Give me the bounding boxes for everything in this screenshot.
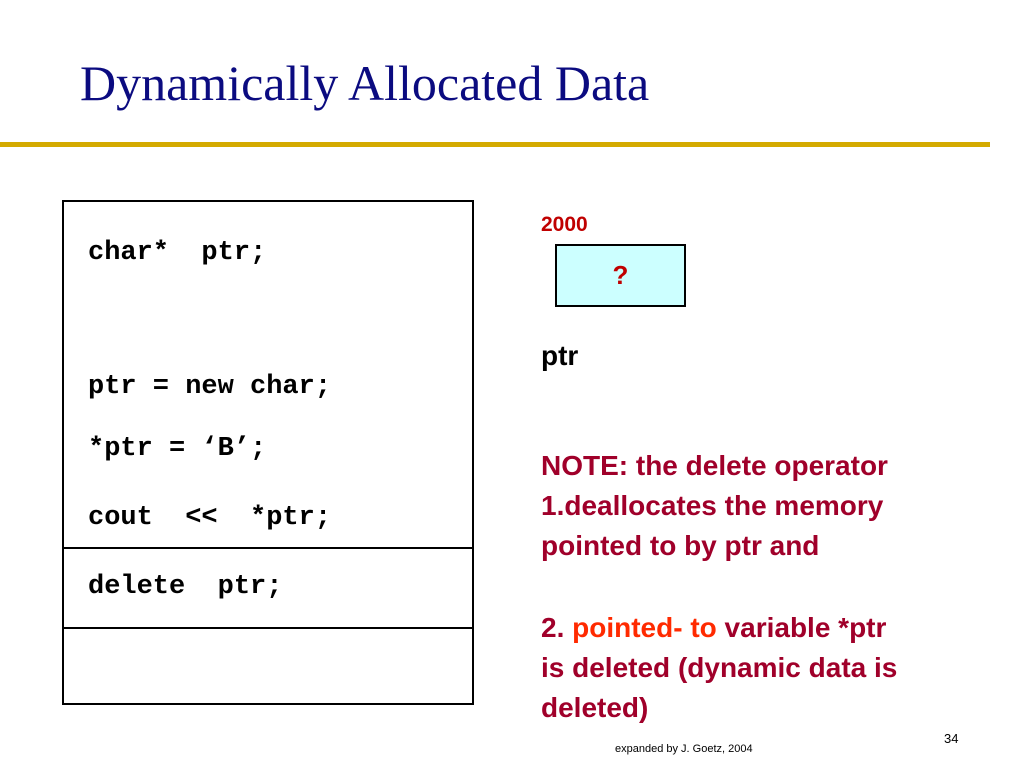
note-paragraph-2: 2. pointed- to variable *ptr is deleted … <box>541 608 897 728</box>
memory-address: 2000 <box>541 213 588 236</box>
note-paragraph-1: NOTE: the delete operator 1.deallocates … <box>541 450 888 561</box>
code-box: char* ptr; ptr = new char; *ptr = ‘B’; c… <box>62 200 474 705</box>
slide-title: Dynamically Allocated Data <box>80 55 650 111</box>
code-line-declare: char* ptr; <box>88 238 267 268</box>
code-divider-bottom <box>64 627 472 629</box>
code-line-output: cout << *ptr; <box>88 503 332 533</box>
memory-cell: ? <box>555 244 686 307</box>
note-para2-highlight: pointed- to <box>572 612 717 643</box>
note-para2-prefix: 2. <box>541 612 573 643</box>
code-line-delete: delete ptr; <box>88 572 283 602</box>
title-underline <box>0 142 990 147</box>
variable-label: ptr <box>541 340 579 371</box>
footer-credit: expanded by J. Goetz, 2004 <box>615 743 753 755</box>
memory-value: ? <box>612 260 629 290</box>
page-number: 34 <box>944 731 959 746</box>
note-para2-rest: variable *ptr is deleted (dynamic data i… <box>541 612 898 723</box>
code-line-allocate: ptr = new char; <box>88 372 332 402</box>
code-line-assign: *ptr = ‘B’; <box>88 434 267 464</box>
code-divider-top <box>64 547 472 549</box>
